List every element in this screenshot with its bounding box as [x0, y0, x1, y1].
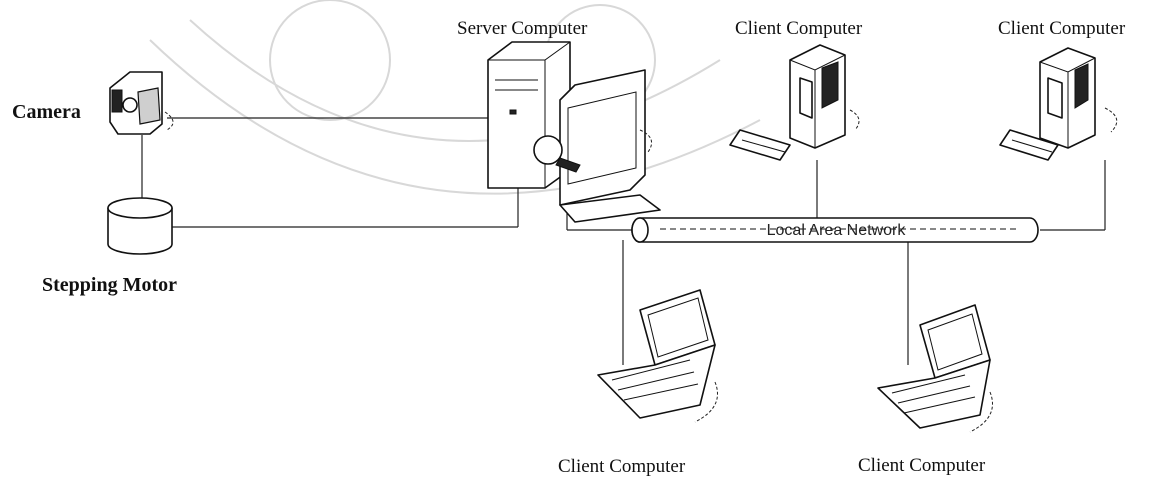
client-desktop-icon-2: [999, 47, 1118, 161]
lan-bus: Local Area Network: [631, 217, 1039, 243]
server-label: Server Computer: [457, 18, 588, 39]
camera-icon: [109, 71, 174, 135]
client-desktop-icon-1: [729, 44, 860, 161]
client-bottom-1-label: Client Computer: [558, 456, 686, 477]
client-top-1-label: Client Computer: [735, 18, 863, 39]
client-laptop-icon-2: [877, 304, 993, 433]
client-top-2-label: Client Computer: [998, 18, 1126, 39]
server-computer-icon: [487, 41, 661, 223]
client-laptop-icon-1: [597, 289, 718, 423]
client-bottom-2-label: Client Computer: [858, 455, 986, 476]
lan-label: Local Area Network: [767, 222, 907, 239]
stepping-motor-label: Stepping Motor: [42, 274, 177, 296]
watermark-seal: [149, 0, 761, 195]
stepping-motor-icon: [107, 197, 173, 255]
camera-label: Camera: [12, 101, 81, 123]
